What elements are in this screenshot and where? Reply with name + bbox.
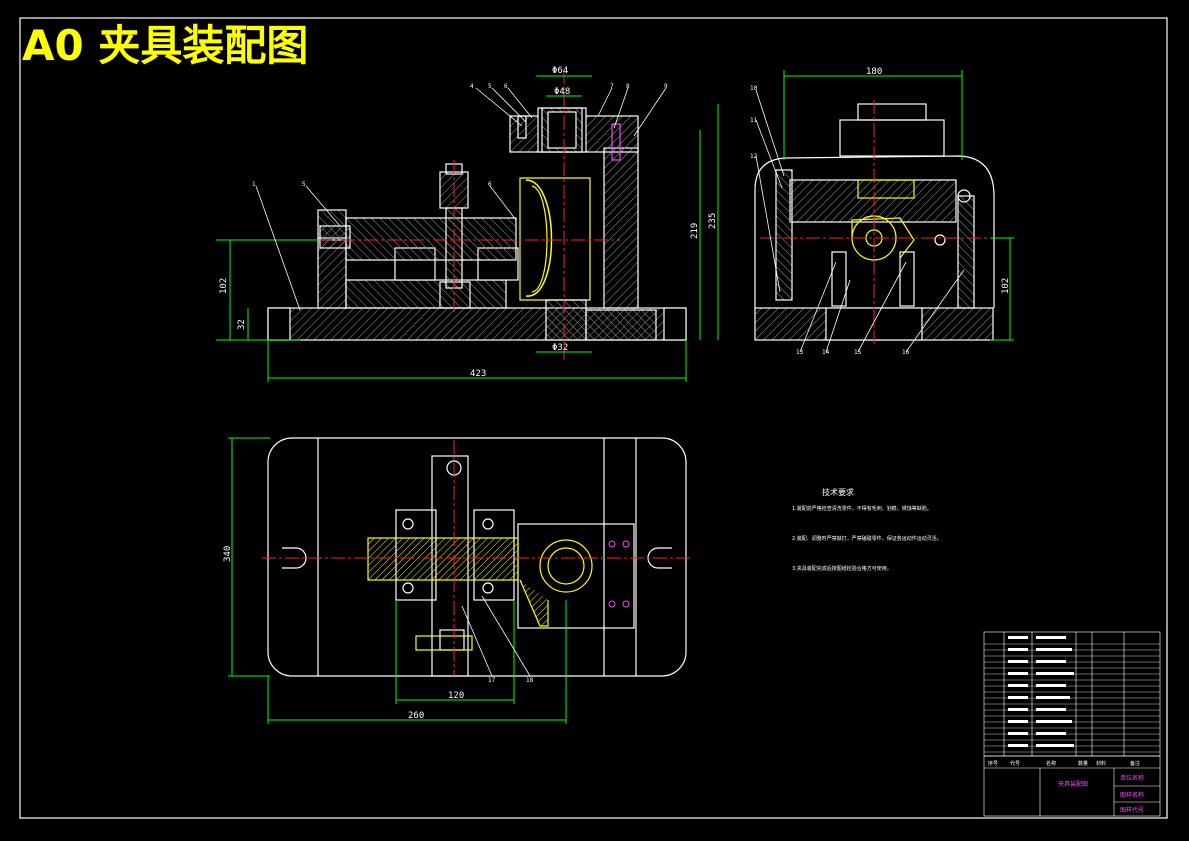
dim-front-top-width: Φ64	[552, 66, 568, 76]
title-block	[983, 755, 1161, 817]
tb-label-qty: 数量	[1078, 760, 1088, 767]
drawing-frame	[19, 17, 1168, 819]
top-dimensions	[228, 437, 567, 724]
dim-front-height-total: 235	[708, 213, 718, 229]
front-centerlines	[295, 70, 620, 360]
balloon-9: 9	[664, 83, 668, 90]
top-base-plate	[267, 437, 687, 677]
balloon-15: 15	[854, 349, 862, 356]
drawing-title: A0 夹具装配图	[22, 21, 308, 70]
parts-list-fill	[1008, 636, 1074, 747]
dim-front-height-upper: 219	[690, 223, 700, 239]
front-dimensions	[216, 75, 719, 382]
tb-label-seq: 序号	[988, 760, 998, 767]
side-dimensions	[783, 70, 1014, 341]
technical-requirements: 技术要求 1.装配前严格检查清洗零件，不得有毛刺、划痕、锈蚀等缺陷。 2.装配、…	[792, 487, 942, 572]
balloon-14: 14	[822, 349, 830, 356]
balloon-18: 18	[526, 677, 534, 684]
tb-sheet-name: 图样名称	[1120, 791, 1144, 799]
balloon-1: 1	[252, 181, 256, 188]
balloon-8: 8	[626, 83, 630, 90]
tech-req-item-2: 2.装配、调整时严禁敲打，严禁磕碰零件，保证各运动件运动灵活。	[792, 535, 942, 542]
front-leaders	[255, 87, 667, 311]
balloon-5b: 5	[302, 181, 306, 188]
balloon-6: 6	[504, 83, 508, 90]
balloon-7: 7	[610, 83, 614, 90]
dim-front-height-base: 102	[219, 278, 229, 294]
balloon-13: 13	[796, 349, 804, 356]
dim-front-length: 423	[470, 369, 486, 379]
tech-req-heading: 技术要求	[822, 487, 854, 497]
balloon-12: 12	[750, 153, 758, 160]
tech-req-item-3: 3.夹具装配完成后按图纸检验合格方可使用。	[792, 565, 892, 572]
tb-drawing-name: 夹具装配图	[1058, 780, 1088, 788]
tb-label-material: 材料	[1096, 760, 1106, 767]
dim-side-width: 180	[866, 67, 882, 77]
dim-front-base-thick: 32	[237, 319, 247, 330]
tb-label-code: 代号	[1010, 760, 1020, 767]
front-right-column	[603, 147, 639, 309]
balloon-5: 5	[488, 83, 492, 90]
balloon-17: 17	[488, 677, 496, 684]
tech-req-item-1: 1.装配前严格检查清洗零件，不得有毛刺、划痕、锈蚀等缺陷。	[792, 505, 932, 512]
top-workpiece	[367, 537, 593, 651]
front-screw-rod	[345, 217, 517, 261]
dim-top-spacing: 120	[448, 691, 464, 701]
tb-label-name: 名称	[1046, 760, 1056, 767]
dim-side-height: 102	[1001, 278, 1011, 294]
front-left-support	[317, 237, 347, 309]
tb-unit-name: 单位名称	[1120, 774, 1144, 782]
dim-top-width: 260	[408, 711, 424, 721]
front-view	[267, 107, 687, 341]
balloon-11: 11	[750, 117, 758, 124]
dim-front-bottom-bore: Φ32	[552, 343, 568, 353]
balloon-4: 4	[470, 83, 474, 90]
dim-top-depth: 340	[223, 546, 233, 562]
dim-front-top-inner: Φ48	[554, 87, 570, 97]
balloon-10: 10	[750, 85, 758, 92]
balloon-6b: 6	[488, 181, 492, 188]
balloon-16: 16	[902, 349, 910, 356]
tb-sheet-code: 图样代号	[1120, 806, 1144, 814]
tb-label-remark: 备注	[1130, 760, 1140, 767]
